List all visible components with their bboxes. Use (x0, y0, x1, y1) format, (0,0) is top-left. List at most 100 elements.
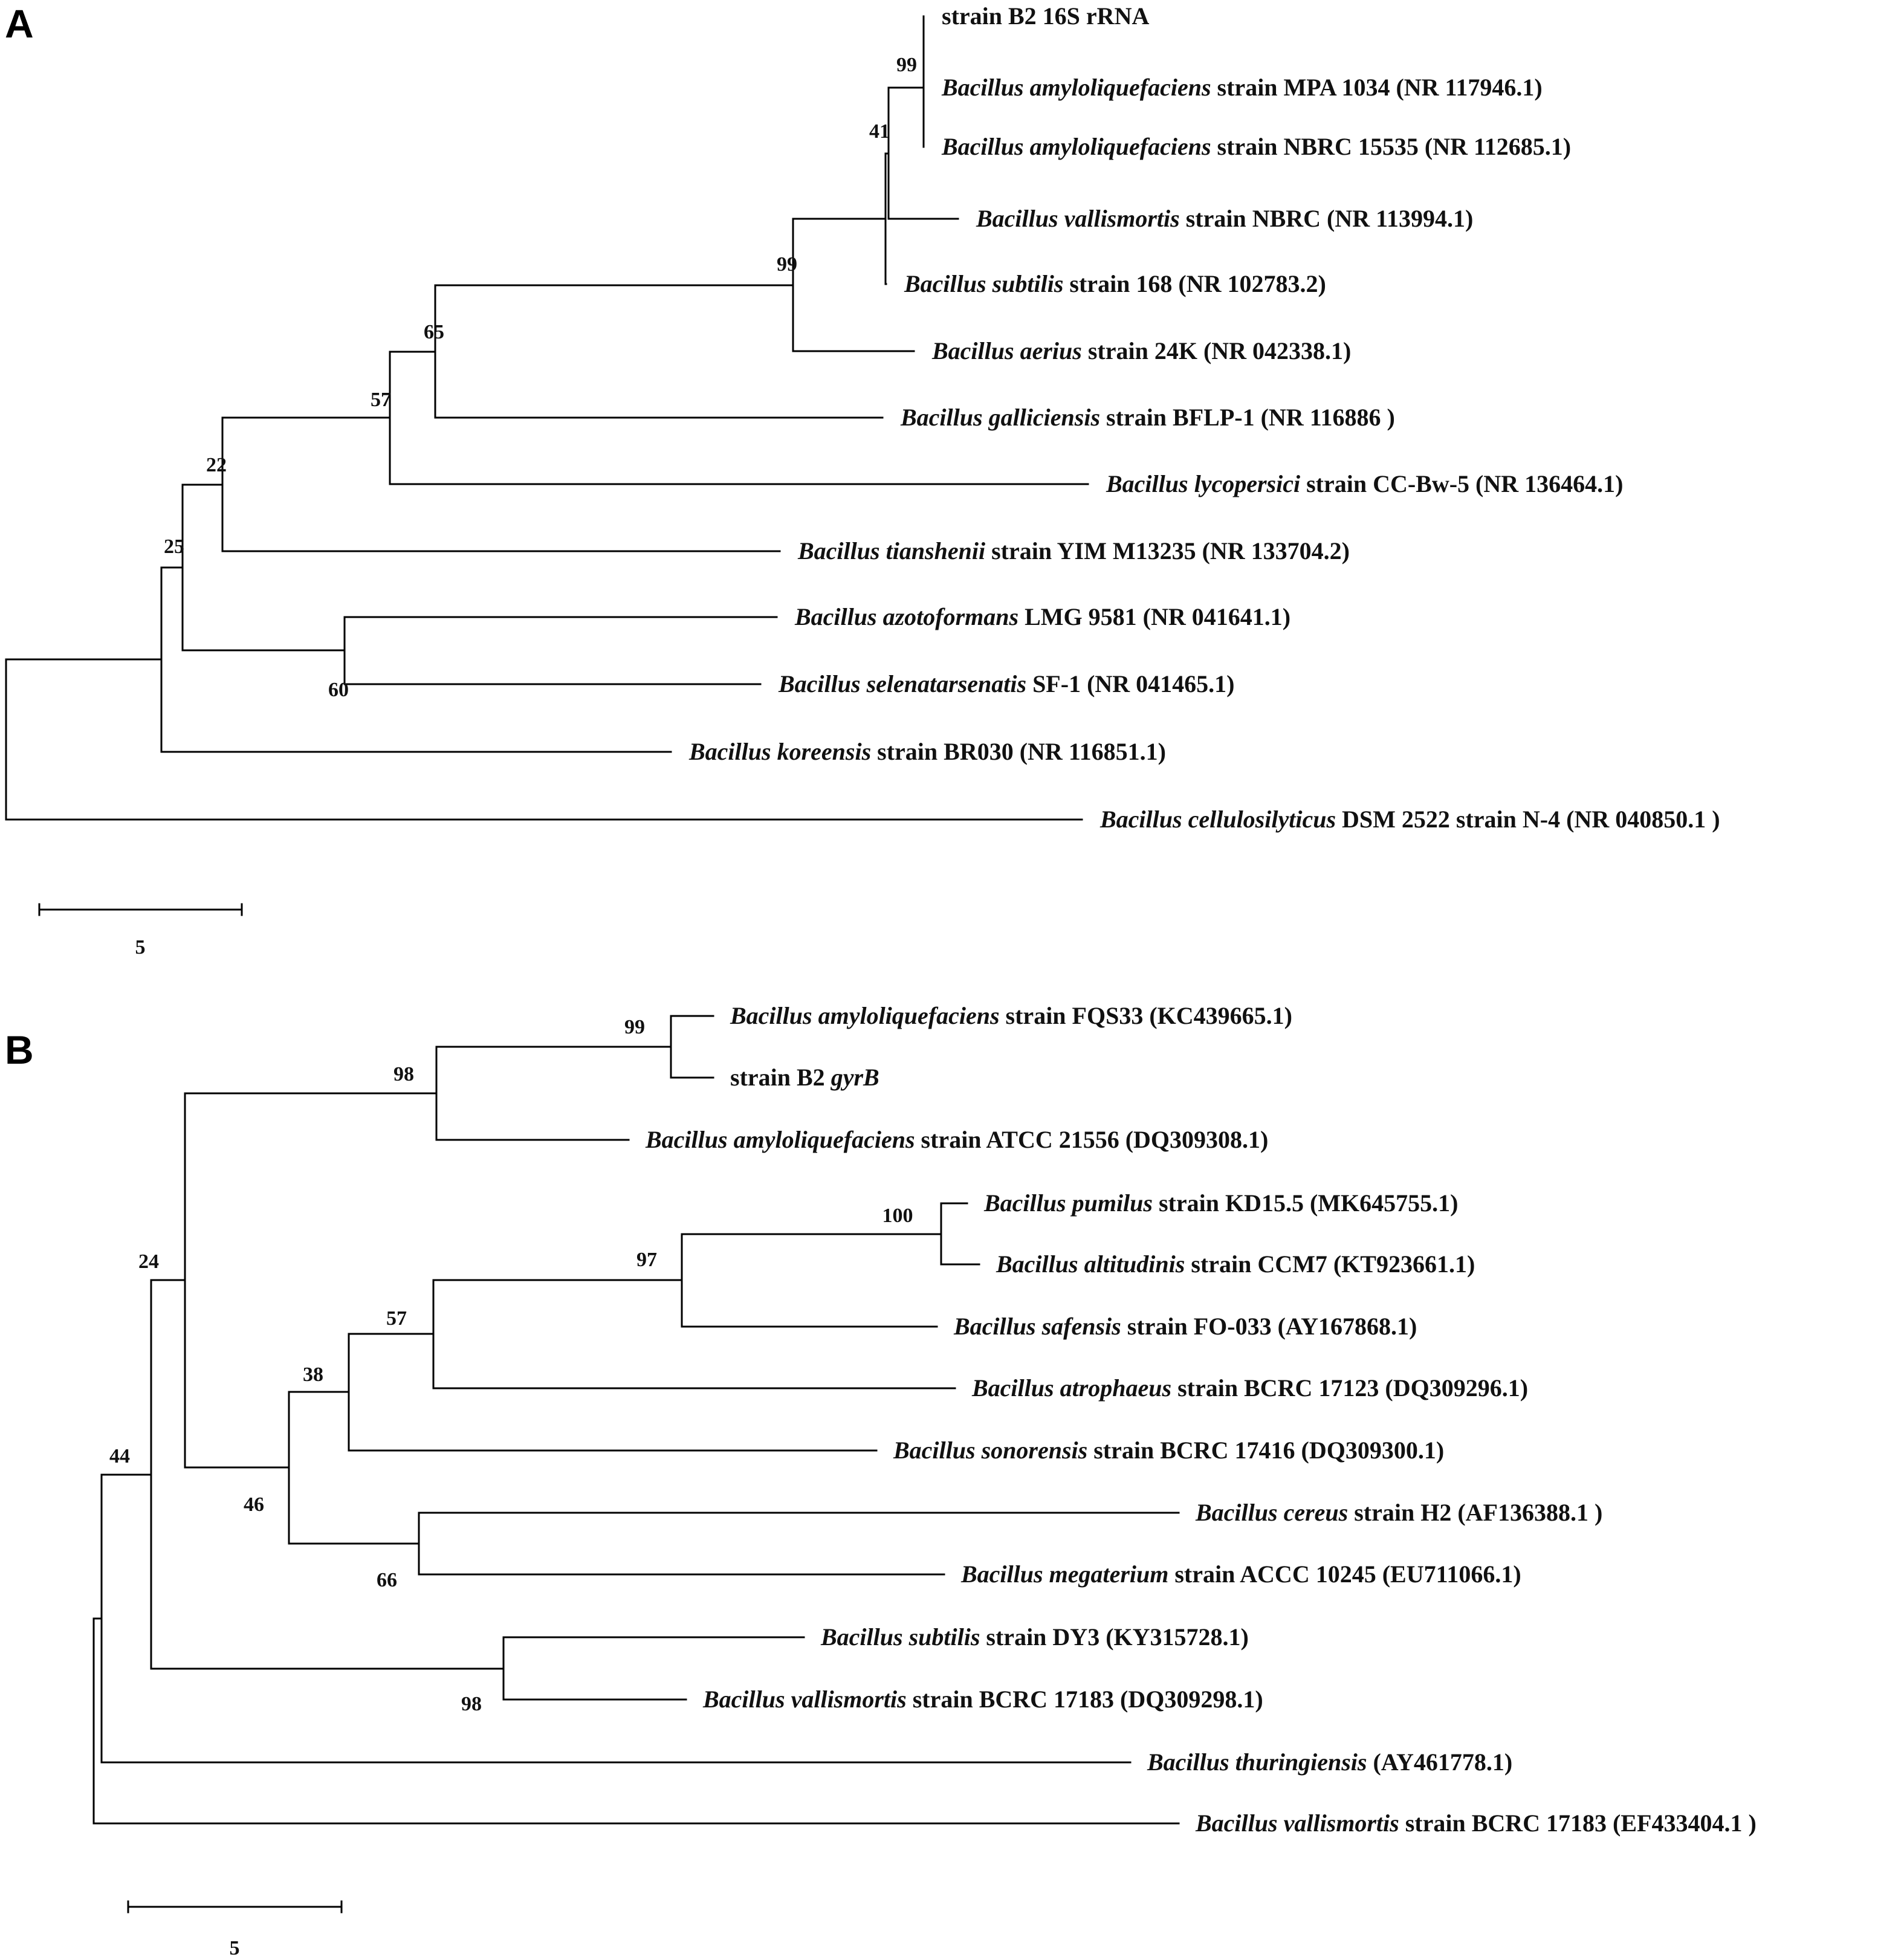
species-name: Bacillus lycopersici (1106, 470, 1300, 497)
species-name: Bacillus vallismortis (702, 1686, 907, 1713)
species-name: Bacillus pumilus (983, 1189, 1153, 1217)
bootstrap-value: 98 (461, 1693, 482, 1715)
taxon-label: Bacillus amyloliquefaciens strain NBRC 1… (941, 133, 1571, 160)
taxon-label: Bacillus vallismortis strain BCRC 17183 … (702, 1686, 1263, 1713)
taxon-label: Bacillus azotoformans LMG 9581 (NR 04164… (794, 603, 1290, 630)
taxon-label: Bacillus koreensis strain BR030 (NR 1168… (688, 738, 1166, 765)
strain-accession: SF-1 (NR 041465.1) (1026, 670, 1234, 697)
strain-accession: strain YIM M13235 (NR 133704.2) (985, 537, 1350, 564)
bootstrap-value: 57 (386, 1307, 407, 1330)
species-name: Bacillus sonorensis (893, 1437, 1087, 1464)
species-name: Bacillus tianshenii (797, 537, 985, 564)
strain-accession: strain B2 (730, 1064, 831, 1091)
strain-accession: strain ACCC 10245 (EU711066.1) (1168, 1561, 1521, 1588)
scale-bar: 5 (38, 903, 243, 959)
strain-accession: strain BFLP-1 (NR 116886 ) (1100, 404, 1395, 431)
strain-accession: DSM 2522 strain N-4 (NR 040850.1 ) (1336, 806, 1720, 833)
strain-accession: strain KD15.5 (MK645755.1) (1153, 1189, 1459, 1217)
bootstrap-value: 44 (109, 1445, 130, 1467)
bootstrap-value: 65 (424, 321, 444, 343)
taxon-label: Bacillus safensis strain FO-033 (AY16786… (953, 1313, 1417, 1340)
bootstrap-value: 22 (206, 454, 227, 476)
species-name: Bacillus amyloliquefaciens (941, 133, 1211, 160)
taxon-label: Bacillus atrophaeus strain BCRC 17123 (D… (971, 1374, 1528, 1402)
taxon-label: Bacillus vallismortis strain NBRC (NR 11… (976, 205, 1473, 232)
species-name: Bacillus megaterium (960, 1561, 1168, 1588)
taxon-label: Bacillus subtilis strain 168 (NR 102783.… (904, 270, 1326, 297)
strain-accession: strain 24K (NR 042338.1) (1082, 337, 1352, 364)
bootstrap-value: 57 (371, 389, 391, 411)
panel-letter: B (5, 1027, 34, 1072)
bootstrap-value: 24 (138, 1250, 159, 1273)
species-name: Bacillus safensis (953, 1313, 1121, 1340)
species-name: Bacillus cereus (1195, 1499, 1348, 1526)
tree-branches (5, 15, 1089, 821)
strain-accession: strain CC-Bw-5 (NR 136464.1) (1300, 470, 1623, 497)
species-name: Bacillus subtilis (904, 270, 1063, 297)
strain-accession: strain BCRC 17183 (DQ309298.1) (907, 1686, 1263, 1713)
taxon-label: Bacillus sonorensis strain BCRC 17416 (D… (893, 1437, 1444, 1464)
panel-b-gyrb-tree: B Bacillus amyloliquefaciens strain FQS33… (5, 1002, 1757, 1959)
bootstrap-value: 41 (869, 120, 890, 143)
scale-bar: 5 (127, 1900, 343, 1959)
species-name: Bacillus amyloliquefaciens (645, 1126, 915, 1153)
bootstrap-value: 98 (393, 1063, 414, 1085)
strain-accession: strain MPA 1034 (NR 117946.1) (1211, 74, 1543, 101)
bootstrap-value: 99 (896, 54, 917, 76)
taxon-label: Bacillus cereus strain H2 (AF136388.1 ) (1195, 1499, 1602, 1526)
taxon-label: Bacillus lycopersici strain CC-Bw-5 (NR … (1106, 470, 1623, 497)
strain-accession: strain FO-033 (AY167868.1) (1121, 1313, 1417, 1340)
strain-accession: strain BCRC 17183 (EF433404.1 ) (1399, 1810, 1757, 1837)
taxon-label: Bacillus selenatarsenatis SF-1 (NR 04146… (778, 670, 1234, 697)
taxon-label: Bacillus amyloliquefaciens strain FQS33 … (730, 1002, 1292, 1029)
bootstrap-value: 99 (777, 253, 797, 276)
species-name: Bacillus azotoformans (794, 603, 1018, 630)
species-name: Bacillus selenatarsenatis (778, 670, 1026, 697)
taxon-label: Bacillus cellulosilyticus DSM 2522 strai… (1099, 806, 1720, 833)
bootstrap-value: 100 (882, 1205, 913, 1227)
species-name: Bacillus vallismortis (1195, 1810, 1399, 1837)
strain-accession: strain BCRC 17416 (DQ309300.1) (1087, 1437, 1444, 1464)
strain-accession: strain CCM7 (KT923661.1) (1185, 1250, 1475, 1278)
gene-name: gyrB (831, 1064, 879, 1091)
taxon-label: Bacillus galliciensis strain BFLP-1 (NR … (900, 404, 1395, 431)
taxon-label: Bacillus pumilus strain KD15.5 (MK645755… (983, 1189, 1459, 1217)
bootstrap-value: 25 (164, 535, 184, 558)
strain-accession: strain H2 (AF136388.1 ) (1348, 1499, 1602, 1526)
taxon-label: strain B2 gyrB (730, 1064, 879, 1091)
strain-accession: strain NBRC (NR 113994.1) (1180, 205, 1474, 232)
bootstrap-value: 38 (303, 1363, 323, 1386)
taxon-label: Bacillus amyloliquefaciens strain MPA 10… (941, 74, 1543, 101)
taxon-label: Bacillus megaterium strain ACCC 10245 (E… (960, 1561, 1521, 1588)
strain-accession: (AY461778.1) (1367, 1748, 1512, 1776)
strain-accession: strain BR030 (NR 116851.1) (871, 738, 1166, 765)
bootstrap-value: 60 (328, 679, 349, 701)
taxon-label: Bacillus amyloliquefaciens strain ATCC 2… (645, 1126, 1268, 1153)
taxon-label: Bacillus aerius strain 24K (NR 042338.1) (931, 337, 1351, 364)
species-name: Bacillus altitudinis (996, 1250, 1185, 1278)
species-name: Bacillus amyloliquefaciens (730, 1002, 1000, 1029)
taxon-labels: strain B2 16S rRNA Bacillus amyloliquefac… (688, 2, 1720, 833)
species-name: Bacillus aerius (931, 337, 1082, 364)
taxon-label: Bacillus tianshenii strain YIM M13235 (N… (797, 537, 1350, 564)
bootstrap-value: 46 (244, 1493, 264, 1516)
species-name: Bacillus galliciensis (900, 404, 1100, 431)
species-name: Bacillus cellulosilyticus (1099, 806, 1336, 833)
species-name: Bacillus subtilis (820, 1623, 980, 1651)
species-name: Bacillus atrophaeus (971, 1374, 1171, 1402)
species-name: Bacillus vallismortis (976, 205, 1180, 232)
bootstrap-value: 66 (377, 1569, 397, 1591)
strain-accession: strain NBRC 15535 (NR 112685.1) (1211, 133, 1572, 160)
scale-bar-label: 5 (230, 1937, 240, 1959)
taxon-labels: Bacillus amyloliquefaciens strain FQS33 … (645, 1002, 1757, 1837)
taxon-label: strain B2 16S rRNA (942, 2, 1149, 30)
strain-accession: LMG 9581 (NR 041641.1) (1018, 603, 1290, 630)
bootstrap-values: 99 41 99 65 57 22 25 60 (164, 54, 917, 701)
taxon-label: Bacillus vallismortis strain BCRC 17183 … (1195, 1810, 1757, 1837)
species-name: Bacillus amyloliquefaciens (941, 74, 1211, 101)
strain-accession: strain B2 16S rRNA (942, 2, 1149, 30)
tree-branches (92, 1015, 1180, 1825)
strain-accession: strain FQS33 (KC439665.1) (1000, 1002, 1292, 1029)
